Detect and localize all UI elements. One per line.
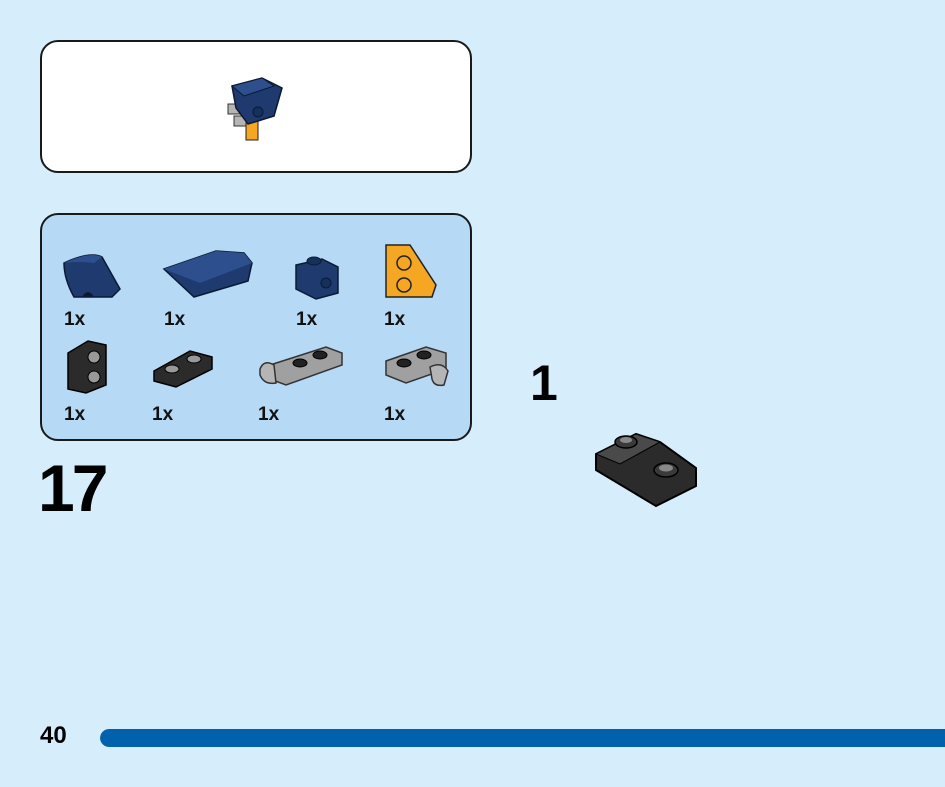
part-qty: 1x bbox=[164, 309, 186, 330]
part-black-inverted-slope bbox=[153, 350, 213, 388]
part-qty: 1x bbox=[296, 309, 318, 330]
part-qty: 1x bbox=[152, 404, 174, 425]
part-qty: 1x bbox=[384, 404, 406, 425]
part-dark-blue-bracket bbox=[295, 256, 339, 300]
part-yellow-wedge-plate bbox=[385, 244, 437, 298]
part-gray-plate-with-clip-end bbox=[385, 346, 449, 387]
part-qty: 1x bbox=[258, 404, 280, 425]
subassembly-callout bbox=[40, 40, 472, 173]
page-number: 40 bbox=[40, 722, 67, 749]
progress-bar bbox=[100, 729, 945, 747]
parts-list-panel: 1x 1x 1x 1x 1x 1x 1x 1x bbox=[40, 213, 472, 441]
part-black-vertical-bracket bbox=[67, 340, 107, 394]
part-qty: 1x bbox=[384, 309, 406, 330]
part-qty: 1x bbox=[64, 309, 86, 330]
progress-fill bbox=[100, 729, 945, 747]
part-gray-plate-with-clip bbox=[259, 346, 343, 386]
part-qty: 1x bbox=[64, 404, 86, 425]
part-dark-blue-curved-slope bbox=[63, 254, 121, 298]
subassembly-model bbox=[227, 77, 283, 141]
part-dark-blue-wedge-plate bbox=[162, 250, 253, 298]
substep-model bbox=[594, 432, 697, 508]
step-number: 17 bbox=[38, 451, 108, 525]
substep-number: 1 bbox=[530, 355, 558, 411]
